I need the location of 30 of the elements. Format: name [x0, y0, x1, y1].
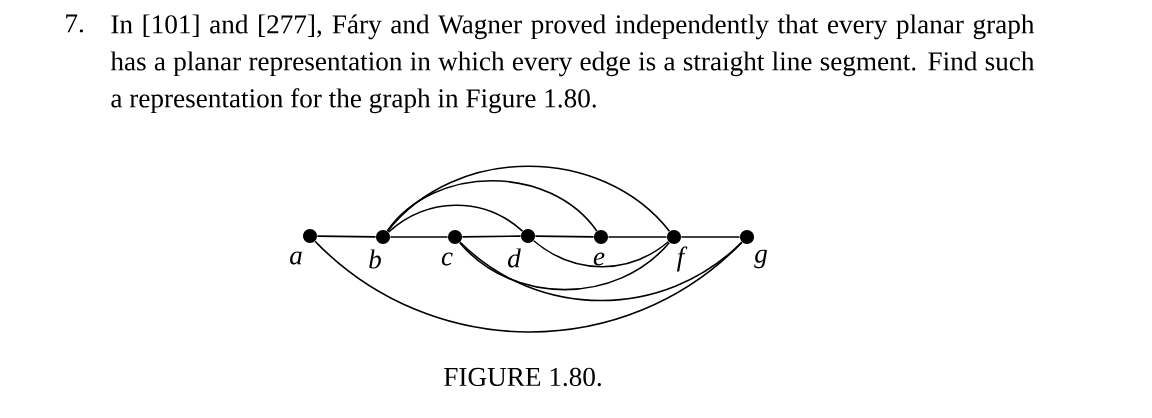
graph-edge	[386, 165, 671, 232]
vertex	[521, 229, 535, 243]
exercise-text: In [101] and [277], Fáry and Wagner proved independently that every planar graph has a planar representation in which every edge is a straight line segment. Find such a representation for the graph in Figure 1.80.	[110, 14, 1035, 114]
graph-edge	[389, 236, 449, 238]
graph-edge	[680, 236, 741, 238]
graph-edge	[387, 204, 524, 233]
vertex-label: a	[290, 251, 302, 265]
graph-edge	[314, 240, 743, 333]
vertex-label: b	[369, 249, 381, 269]
item-number: 7.	[66, 14, 83, 33]
vertex	[448, 230, 462, 244]
vertex	[667, 230, 681, 244]
graph-edge	[607, 236, 668, 238]
graph-edge	[532, 239, 670, 268]
vertex-label: g	[754, 249, 767, 269]
graph-edge	[316, 235, 377, 238]
vertex-label: d	[508, 248, 521, 268]
graph-edge	[461, 235, 522, 238]
graph-edge	[386, 179, 598, 232]
vertex	[303, 229, 317, 243]
vertex-label: c	[441, 252, 453, 266]
graph-edge	[459, 241, 743, 302]
vertex	[740, 230, 754, 244]
figure-caption: FIGURE 1.80.	[444, 367, 601, 387]
graph-edge	[534, 235, 595, 238]
vertex-label: f	[676, 246, 688, 272]
graph-edge	[458, 241, 671, 291]
vertex	[594, 230, 608, 244]
vertex	[376, 230, 390, 244]
vertex-label: e	[593, 252, 605, 266]
